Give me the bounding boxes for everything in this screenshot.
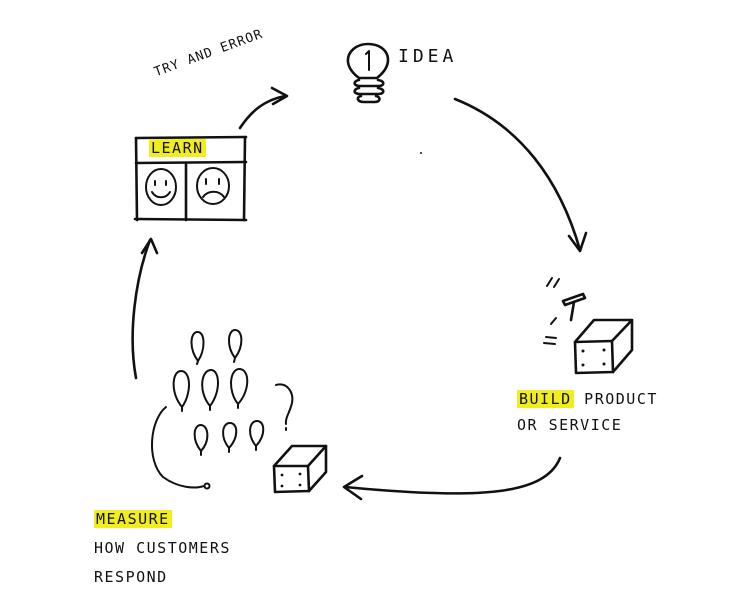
arrow-learn-to-idea — [238, 86, 289, 130]
arrow-build-to-measure — [342, 456, 562, 501]
product-box-icon — [272, 444, 328, 494]
arrow-measure-to-learn — [131, 237, 159, 380]
learn-label: LEARN — [149, 139, 206, 157]
frowny-face-icon — [196, 167, 230, 205]
measure-label: MEASURE HOW CUSTOMERS RESPOND — [94, 505, 231, 592]
hammer-and-box-icon — [543, 277, 634, 375]
build-label-line-1: PRODUCT — [573, 390, 658, 408]
measure-highlight: MEASURE — [94, 510, 172, 528]
measure-label-line-1: HOW CUSTOMERS — [94, 539, 231, 557]
learn-highlight: LEARN — [149, 139, 206, 157]
crowd-of-customers-icon — [151, 329, 294, 490]
lightbulb-icon — [346, 42, 390, 104]
build-highlight: BUILD — [517, 390, 574, 408]
arrow-idea-to-build — [453, 97, 588, 253]
smiley-and-frowny-board-icon — [133, 135, 248, 222]
idea-label: IDEA — [398, 46, 458, 67]
build-label-line-2: OR SERVICE — [517, 416, 623, 434]
measure-label-line-2: RESPOND — [94, 568, 168, 586]
smiley-face-icon — [145, 168, 177, 206]
build-label: BUILD PRODUCT OR SERVICE — [517, 386, 658, 438]
